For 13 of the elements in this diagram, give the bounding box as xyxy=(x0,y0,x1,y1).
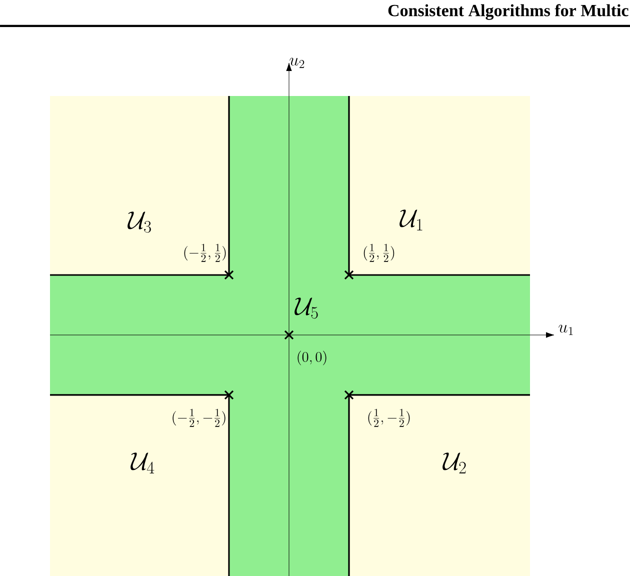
point-label: $(\frac{1}{2},-\frac{1}{2})$ xyxy=(368,408,410,427)
point-label: $(0,0)$ xyxy=(298,350,326,366)
point-label: $(\frac{1}{2},\frac{1}{2})$ xyxy=(364,244,394,262)
region-label: $\mathcal{U}_2$ xyxy=(442,452,466,474)
region-label: $\mathcal{U}_4$ xyxy=(130,452,154,474)
region-label: $\mathcal{U}_1$ xyxy=(400,210,422,230)
axis-label: $u_2$ xyxy=(290,58,304,68)
axis-label: $u_1$ xyxy=(558,324,573,335)
point-label: $(-\frac{1}{2},-\frac{1}{2})$ xyxy=(172,408,226,427)
point-label: $(-\frac{1}{2},\frac{1}{2})$ xyxy=(184,244,226,262)
region-label: $\mathcal{U}_3$ xyxy=(128,212,151,233)
region-label: $\mathcal{U}_5$ xyxy=(294,298,318,319)
running-header: Consistent Algorithms for Multic xyxy=(388,4,628,20)
